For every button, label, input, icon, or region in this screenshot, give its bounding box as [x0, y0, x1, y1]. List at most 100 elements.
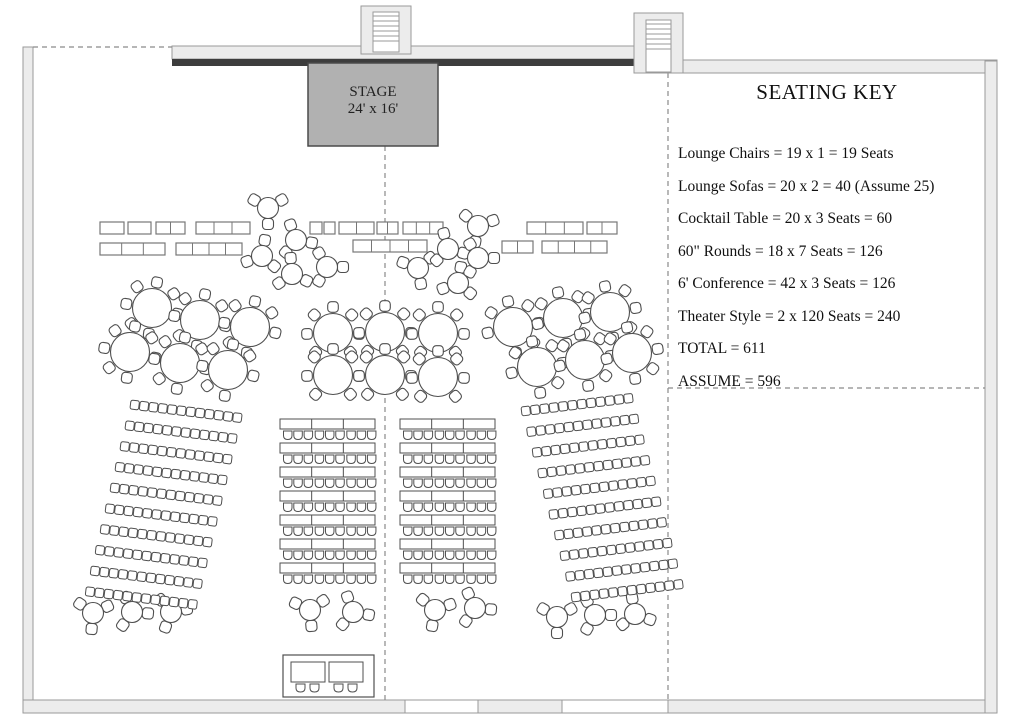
cocktail-table [458, 586, 498, 628]
stage-dimensions: 24' x 16' [347, 101, 399, 117]
booth-chair [347, 683, 358, 693]
cocktail-table [278, 218, 319, 260]
theater-row [84, 586, 198, 610]
theater-row [520, 393, 634, 417]
round-table [481, 295, 545, 359]
lounge-sofa [155, 221, 186, 235]
lounge-chair [99, 221, 125, 235]
booth-table [290, 661, 326, 683]
theater-block [84, 399, 243, 610]
theater-row [89, 565, 203, 589]
conference-block [279, 418, 377, 585]
conference-row [279, 418, 377, 441]
round-table [168, 288, 232, 352]
cocktail-table [240, 233, 282, 274]
cocktail-table [396, 250, 438, 291]
lounge-sofa [501, 240, 534, 254]
cocktail-table [429, 227, 470, 268]
theater-row [565, 558, 679, 582]
theater-row [114, 461, 228, 486]
round-table [301, 343, 365, 401]
wall-right [984, 60, 998, 714]
seating-key-list: Lounge Chairs = 19 x 1 = 19 Seats Lounge… [678, 138, 978, 398]
cocktail-table [335, 590, 376, 632]
conference-row [279, 562, 377, 585]
round-table [353, 343, 417, 401]
cocktail-table [312, 246, 350, 288]
stage-label: STAGE 24' x 16' [308, 84, 438, 118]
lounge-sofa [338, 221, 375, 235]
round-table [218, 295, 282, 359]
conference-row [399, 418, 497, 441]
key-item-rounds: 60" Rounds = 18 x 7 Seats = 126 [678, 242, 883, 260]
key-item-total: TOTAL = 611 [678, 340, 766, 357]
theater-block [520, 393, 684, 603]
theater-row [570, 579, 684, 603]
lounge-sofa [175, 242, 243, 256]
round-table [531, 286, 595, 350]
cocktail-table [272, 251, 314, 291]
stair [633, 12, 684, 74]
cocktail-table [415, 592, 457, 633]
lounge-sofa [195, 221, 251, 235]
booth-chair [309, 683, 320, 693]
theater-row [124, 420, 238, 444]
round-table [98, 320, 162, 384]
key-item-conference: 6' Conference = 42 x 3 Seats = 126 [678, 275, 896, 292]
lounge-sofa [402, 221, 444, 235]
stage [307, 62, 439, 147]
key-item-theater: Theater Style = 2 x 120 Seats = 240 [678, 307, 901, 325]
cocktail-table [73, 596, 115, 636]
theater-row [129, 399, 243, 423]
theater-row [109, 482, 223, 506]
key-item-lounge-chairs: Lounge Chairs = 19 x 1 = 19 Seats [678, 145, 894, 162]
cocktail-table [247, 193, 289, 231]
cocktail-table [463, 237, 501, 279]
door-opening [561, 699, 669, 714]
stage-title: STAGE [349, 84, 397, 100]
theater-row [94, 544, 208, 569]
conference-row [279, 442, 377, 465]
conference-row [399, 538, 497, 561]
cocktail-table [115, 590, 155, 632]
conference-row [279, 466, 377, 489]
cocktail-table [288, 593, 330, 633]
conference-row [399, 514, 497, 537]
lounge-sofa [376, 221, 399, 235]
conference-row [399, 490, 497, 513]
seating-key-title: SEATING KEY [756, 80, 898, 104]
cocktail-table [615, 591, 657, 632]
theater-row [104, 503, 218, 527]
conference-row [399, 562, 497, 585]
conference-row [279, 514, 377, 537]
key-item-assume: ASSUME = 596 [678, 372, 781, 390]
cocktail-table [436, 260, 478, 301]
key-item-cocktail-table: Cocktail Table = 20 x 3 Seats = 60 [678, 210, 893, 227]
conference-row [399, 466, 497, 489]
conference-row [399, 442, 497, 465]
booth-chair [333, 683, 344, 693]
theater-row [537, 455, 651, 479]
lounge-chair [323, 221, 336, 235]
lounge-sofa [99, 242, 166, 256]
key-item-lounge-sofas: Lounge Sofas = 20 x 2 = 40 (Assume 25) [678, 177, 935, 195]
wall-bottom [22, 699, 998, 714]
booth-table [328, 661, 364, 683]
theater-row [531, 434, 645, 458]
theater-row [526, 413, 640, 437]
theater-row [554, 517, 667, 541]
round-table [406, 345, 470, 403]
theater-row [559, 537, 673, 561]
booth [282, 654, 375, 698]
theater-row [548, 496, 662, 520]
lounge-sofa [541, 240, 608, 254]
wall-top-right [679, 59, 998, 74]
lounge-sofa [586, 221, 618, 235]
lounge-sofa [352, 239, 428, 253]
conference-row [279, 538, 377, 561]
theater-row [99, 524, 213, 548]
lounge-chair [309, 221, 323, 235]
stair [360, 5, 412, 55]
lounge-sofa [526, 221, 584, 235]
